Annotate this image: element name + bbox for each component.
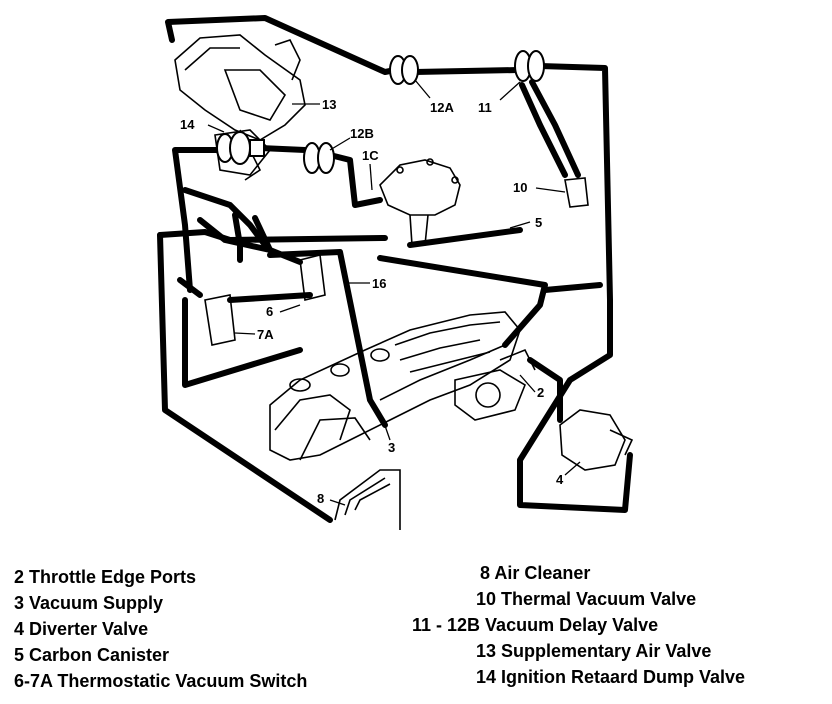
vacuum-hoses <box>157 15 633 523</box>
leader-lines <box>207 79 581 506</box>
callout-16: 16 <box>372 276 386 291</box>
legend-item-6-7A: 6-7A Thermostatic Vacuum Switch <box>14 671 308 691</box>
callout-1C: 1C <box>362 148 379 163</box>
legend-item-4: 4 Diverter Valve <box>14 619 149 639</box>
callout-14: 14 <box>180 117 195 132</box>
callout-2: 2 <box>537 385 544 400</box>
callout-5: 5 <box>535 215 542 230</box>
callout-7A: 7A <box>257 327 274 342</box>
callout-13: 13 <box>322 97 336 112</box>
delay-valve-12A <box>389 55 419 85</box>
callout-8: 8 <box>317 491 324 506</box>
callout-6: 6 <box>266 304 273 319</box>
legend-item-3: 3 Vacuum Supply <box>14 593 164 613</box>
callout-10: 10 <box>513 180 527 195</box>
callout-11: 11 <box>478 100 492 115</box>
legend-item-11-12B: 11 - 12B Vacuum Delay Valve <box>412 615 659 635</box>
legend-item-13: 13 Supplementary Air Valve <box>476 641 712 661</box>
delay-valve-12B <box>303 142 335 174</box>
delay-valve-11 <box>514 50 545 82</box>
callout-12B: 12B <box>350 126 374 141</box>
callout-4: 4 <box>556 472 564 487</box>
legend-item-5: 5 Carbon Canister <box>14 645 170 665</box>
legend-item-14: 14 Ignition Retaard Dump Valve <box>476 667 746 687</box>
callout-3: 3 <box>388 440 395 455</box>
dump-valve-14 <box>216 131 265 165</box>
legend-item-10: 10 Thermal Vacuum Valve <box>476 589 697 609</box>
legend-item-2: 2 Throttle Edge Ports <box>14 567 197 587</box>
engine-line-art <box>174 34 634 530</box>
callout-12A: 12A <box>430 100 454 115</box>
legend-item-8: 8 Air Cleaner <box>480 563 591 583</box>
